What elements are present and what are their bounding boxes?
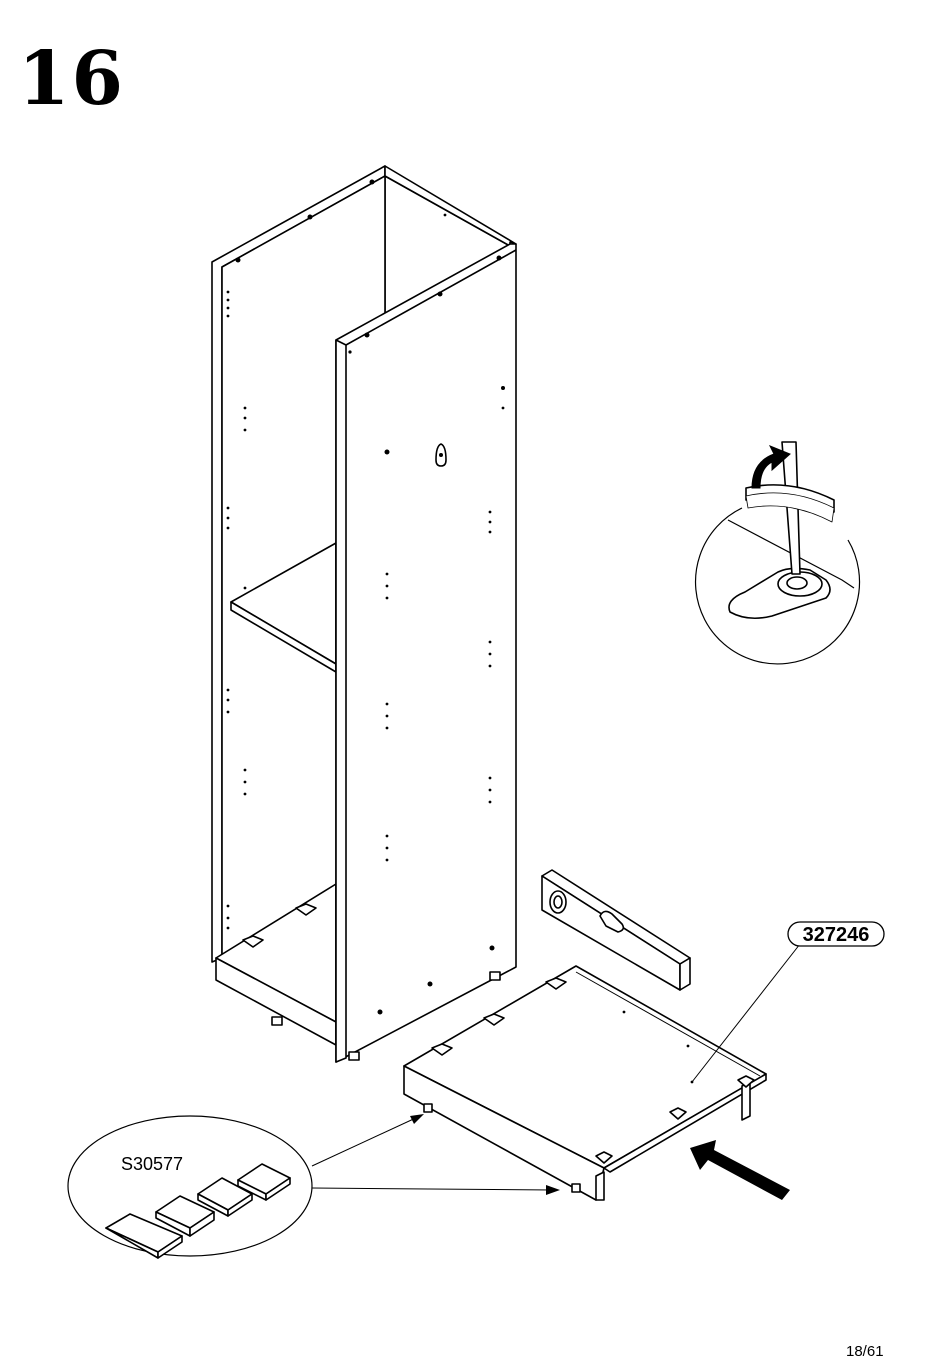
foot (272, 1017, 282, 1025)
glide-pad-code: S30577 (121, 1154, 183, 1174)
wall-hanger-icon (436, 444, 446, 466)
right-panel-edge (336, 340, 346, 1062)
foot (490, 972, 500, 980)
part-label-327246: 327246 (788, 922, 884, 946)
foot (349, 1052, 359, 1060)
right-panel (336, 244, 516, 1062)
screwdriver-adjust-detail-icon (696, 442, 860, 664)
cabinet-carcass (212, 166, 516, 1062)
base-panel-code: 327246 (803, 924, 870, 946)
page-number: 18/61 (846, 1344, 884, 1359)
push-arrow-icon (690, 1140, 790, 1200)
